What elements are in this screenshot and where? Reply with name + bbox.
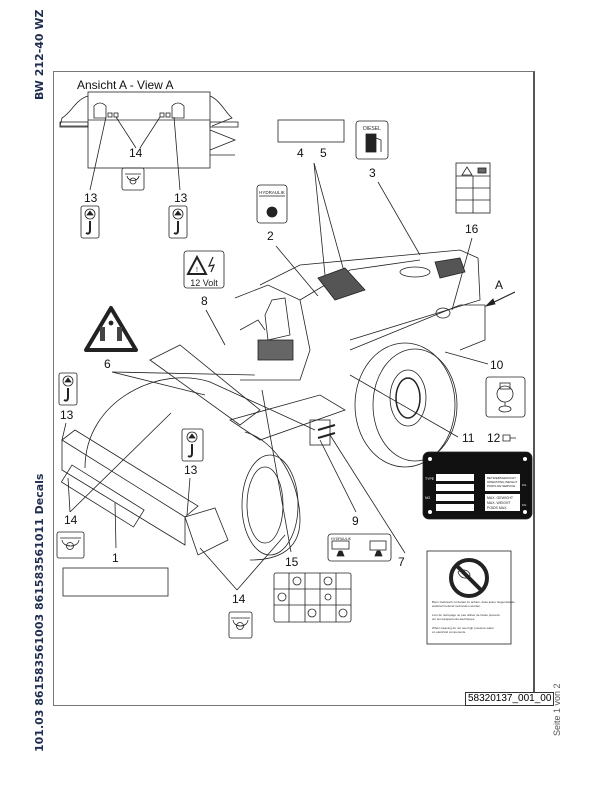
- callout-6: 6: [104, 357, 111, 371]
- svg-text:DIESEL: DIESEL: [363, 126, 381, 132]
- callout-5: 5: [320, 146, 327, 160]
- blank-decal-4-5: [277, 119, 345, 143]
- callout-15: 15: [285, 555, 299, 569]
- svg-text:OPERATING WEIGHT: OPERATING WEIGHT: [487, 480, 517, 484]
- drawing-number: 58320137_001_00: [465, 692, 555, 706]
- callout-3: 3: [369, 166, 376, 180]
- callout-14-left: 14: [64, 513, 78, 527]
- svg-text:MAX. GEWICHT: MAX. GEWICHT: [487, 496, 514, 500]
- callout-14-bottom: 14: [232, 592, 246, 606]
- svg-text:on electrical components.: on electrical components.: [432, 630, 466, 634]
- no-high-pressure-wash-decal: Beim Gebrauch ist darauf zu achten, dass…: [426, 550, 515, 645]
- lifting-hook-decal: [181, 428, 204, 462]
- callout-4: 4: [297, 146, 304, 160]
- view-a-marker: A: [495, 278, 503, 292]
- 12-volt-decal: ! 12 Volt: [183, 250, 225, 289]
- callout-8: 8: [201, 294, 208, 308]
- roller-machine-drawing: [60, 249, 486, 561]
- tie-down-decal: [56, 531, 85, 559]
- svg-text:HYDRAULIK: HYDRAULIK: [331, 537, 352, 541]
- view-title: Ansicht A - View A: [77, 78, 174, 92]
- callout-2: 2: [267, 229, 274, 243]
- svg-text:elektrisch leitend verbunden w: elektrisch leitend verbunden werden.: [432, 604, 481, 608]
- svg-text:Lors du nettoyage ne pas utili: Lors du nettoyage ne pas utiliser de hau…: [432, 613, 500, 617]
- callout-13-left: 13: [84, 191, 98, 205]
- callout-13-right: 13: [174, 191, 188, 205]
- svg-text:sur les équipements électrique: sur les équipements électriques.: [432, 617, 475, 621]
- callout-10: 10: [490, 358, 504, 372]
- rivet-icon: [502, 434, 516, 442]
- svg-text:TYPE: TYPE: [425, 477, 435, 481]
- crush-warning-decal: [84, 306, 138, 352]
- svg-text:POIDS MAX.: POIDS MAX.: [487, 506, 507, 510]
- callout-7: 7: [398, 555, 405, 569]
- svg-text:KG: KG: [522, 503, 527, 507]
- callout-14-view: 14: [129, 146, 143, 160]
- svg-text:Beim Gebrauch ist darauf zu ac: Beim Gebrauch ist darauf zu achten, dass…: [432, 600, 515, 604]
- diesel-decal: DIESEL: [355, 120, 389, 160]
- tie-down-decal-view: [121, 167, 145, 191]
- hydraulic-level-decal: HYDRAULIK: [327, 533, 392, 562]
- svg-text:When cleaning do not use high: When cleaning do not use high pressure w…: [432, 626, 494, 630]
- svg-text:POIDS DE SERVICE: POIDS DE SERVICE: [487, 484, 515, 488]
- lifting-hook-decal: [58, 372, 78, 406]
- lifting-hook-decal: [168, 205, 188, 239]
- callout-13-front: 13: [60, 408, 74, 422]
- callout-11: 11: [462, 431, 475, 445]
- drawing-frame: [53, 71, 535, 706]
- hydraulik-decal: HYDRAULIK: [256, 184, 288, 224]
- callout-9: 9: [352, 514, 359, 528]
- tie-down-decal: [228, 611, 253, 639]
- svg-text:BETRIEBSGEWICHT: BETRIEBSGEWICHT: [487, 476, 516, 480]
- view-a-drawing: [59, 91, 239, 191]
- lifting-hook-decal: [80, 205, 100, 239]
- callout-13-drum: 13: [184, 463, 198, 477]
- callout-12: 12: [487, 431, 501, 445]
- callout-1: 1: [112, 551, 119, 565]
- svg-text:KG: KG: [522, 483, 527, 487]
- svg-text:MAX. WEIGHT: MAX. WEIGHT: [487, 501, 511, 505]
- callout-16: 16: [465, 222, 479, 236]
- svg-text:12 Volt: 12 Volt: [190, 278, 218, 288]
- type-plate-decal: TYPE NO BETRIEBSGEWICHT OPERATING WEIGHT…: [422, 451, 533, 520]
- safety-instructions-decal: [455, 162, 491, 214]
- blank-decal-1: [62, 567, 169, 597]
- svg-text:HYDRAULIK: HYDRAULIK: [259, 190, 285, 195]
- svg-text:NO: NO: [425, 496, 431, 500]
- oil-level-decal: [485, 376, 526, 418]
- svg-text:!: !: [196, 267, 198, 274]
- operating-pictograms-decal: [273, 572, 352, 623]
